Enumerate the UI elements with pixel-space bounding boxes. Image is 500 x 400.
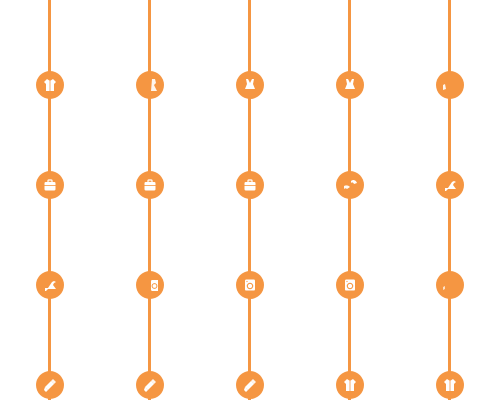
briefcase-icon[interactable] [36,171,64,199]
high-heel-icon[interactable] [436,171,464,199]
timeline-line-4 [348,0,351,400]
blank-icon-partial[interactable] [436,271,464,299]
briefcase-icon[interactable] [236,171,264,199]
timeline-line-1 [48,0,51,400]
dress-icon-partial[interactable] [436,71,464,99]
lipstick-icon[interactable] [36,371,64,399]
coat-icon[interactable] [336,371,364,399]
swimsuit-icon[interactable] [336,71,364,99]
lipstick-icon[interactable] [136,371,164,399]
timeline-line-5 [448,0,451,400]
briefcase-icon[interactable] [136,171,164,199]
washing-machine-icon-partial[interactable] [136,271,164,299]
bikini-icon-partial[interactable] [336,171,364,199]
timeline-line-3 [248,0,251,400]
coat-icon[interactable] [36,71,64,99]
timeline-line-2 [148,0,151,400]
washing-machine-icon[interactable] [236,271,264,299]
dress-icon-partial[interactable] [136,71,164,99]
high-heel-icon[interactable] [36,271,64,299]
washing-machine-icon[interactable] [336,271,364,299]
lipstick-icon[interactable] [236,371,264,399]
swimsuit-icon[interactable] [236,71,264,99]
coat-icon[interactable] [436,371,464,399]
